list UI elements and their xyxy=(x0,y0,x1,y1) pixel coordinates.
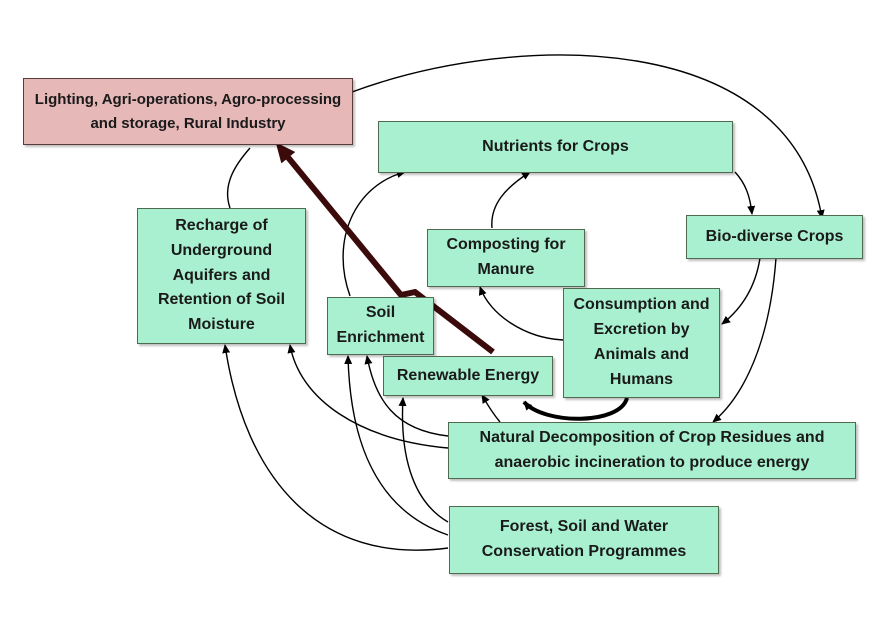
node-renewable-label: Renewable Energy xyxy=(396,366,540,384)
arrow-renewable-to-lighting xyxy=(275,142,495,355)
node-composting: Composting for Manure xyxy=(427,229,585,287)
arrow-composting-to-nutrients xyxy=(491,171,531,229)
node-nutrients-label: Nutrients for Crops xyxy=(482,137,629,155)
arrow-decomposition-to-recharge xyxy=(287,344,449,449)
node-forest-label: Forest, Soil and Water Conservation Prog… xyxy=(481,518,687,560)
node-biodiverse: Bio-diverse Crops xyxy=(686,215,863,259)
node-recharge: Recharge of Underground Aquifers and Ret… xyxy=(137,208,306,344)
arrow-lighting-to-biodiverse xyxy=(351,54,825,219)
arrow-nutrients-to-biodiverse xyxy=(734,171,756,215)
node-nutrients: Nutrients for Crops xyxy=(378,121,733,173)
node-decomposition-label: Natural Decomposition of Crop Residues a… xyxy=(479,428,825,471)
arrow-forest-to-recharge xyxy=(222,344,449,551)
node-soil: Soil Enrichment xyxy=(327,297,434,355)
node-renewable: Renewable Energy xyxy=(383,356,553,396)
arrow-decomposition-to-soil xyxy=(364,355,449,437)
node-forest: Forest, Soil and Water Conservation Prog… xyxy=(449,506,719,574)
node-recharge-label: Recharge of Underground Aquifers and Ret… xyxy=(157,217,286,334)
node-consumption: Consumption and Excretion by Animals and… xyxy=(563,288,720,398)
node-decomposition: Natural Decomposition of Crop Residues a… xyxy=(448,422,856,479)
arrow-soil-to-nutrients xyxy=(342,170,406,297)
node-composting-label: Composting for Manure xyxy=(446,236,566,278)
node-biodiverse-label: Bio-diverse Crops xyxy=(705,227,844,245)
arrow-biodiverse-to-consumption xyxy=(721,257,761,325)
arrow-consumption-to-composting xyxy=(478,286,564,341)
line-recharge-to-lighting xyxy=(226,147,251,209)
arrow-decomposition-to-renewable xyxy=(481,394,501,423)
node-soil-label: Soil Enrichment xyxy=(336,304,425,346)
arrow-biodiverse-to-decomposition xyxy=(712,257,777,423)
arrow-forest-to-renewable xyxy=(398,397,449,523)
node-lighting-label: Lighting, Agri-operations, Agro-processi… xyxy=(34,91,342,132)
arrow-consumption-to-renewable xyxy=(522,397,629,421)
node-lighting: Lighting, Agri-operations, Agro-processi… xyxy=(23,78,353,145)
node-consumption-label: Consumption and Excretion by Animals and… xyxy=(573,296,710,388)
arrow-forest-to-soil xyxy=(344,355,449,536)
